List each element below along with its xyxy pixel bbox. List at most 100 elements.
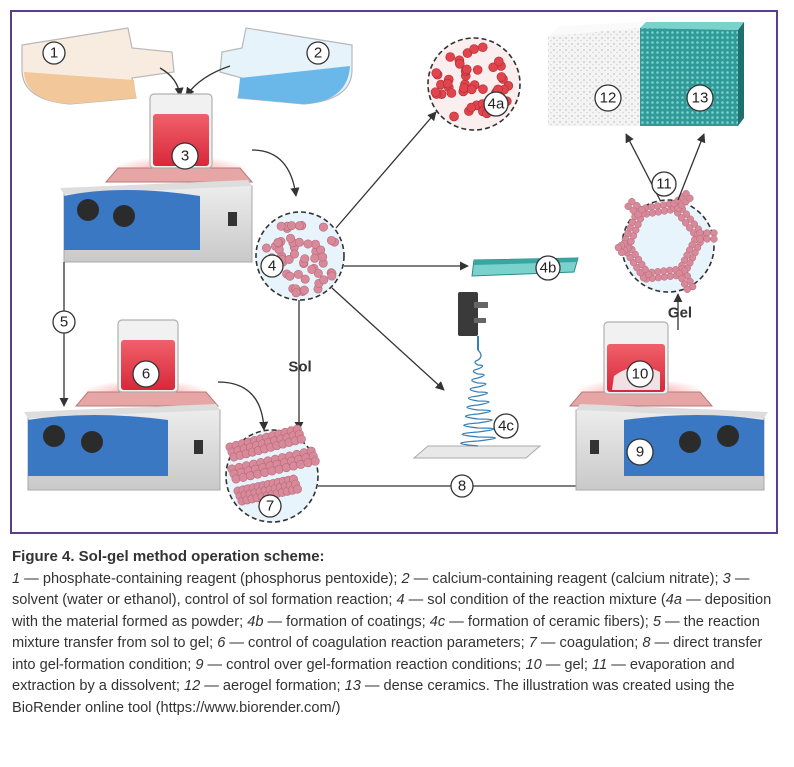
arrow-4-to-4c <box>331 287 445 391</box>
label-4b: 4b <box>540 260 557 277</box>
caption-num: 10 <box>525 656 542 673</box>
label-4c: 4c <box>498 418 514 435</box>
particle <box>710 235 718 243</box>
caption-title: Figure 4. Sol-gel method operation schem… <box>12 548 325 565</box>
particle <box>648 209 657 217</box>
caption-text: — gel; <box>541 656 593 673</box>
caption-text: — control of coagulation reaction parame… <box>225 635 529 651</box>
caption-num: 4 <box>396 592 405 608</box>
particle <box>313 268 323 278</box>
particle <box>431 68 442 78</box>
particle <box>631 250 639 258</box>
caption-num: 4b <box>247 613 264 630</box>
label-8: 8 <box>458 478 466 495</box>
particle <box>442 78 453 89</box>
dense-ceramics-block: 13 <box>640 22 744 126</box>
particle <box>310 239 320 249</box>
label-2: 2 <box>314 45 322 62</box>
particle <box>469 44 479 54</box>
arrow-1-to-3 <box>159 67 184 97</box>
caption-text: — sol condition of the reaction mixture … <box>404 592 666 608</box>
label-5: 5 <box>60 314 68 331</box>
caption-text: — control over gel-formation reaction co… <box>203 656 526 673</box>
label-10: 10 <box>632 366 649 383</box>
caption-body: 1 — phosphate-containing reagent (phosph… <box>12 569 784 720</box>
figure-frame <box>10 10 778 534</box>
hotplate-coagulation: 6 <box>24 319 221 491</box>
particle <box>445 52 456 62</box>
sol-gel-diagram: 1 2 3 4 4a <box>21 22 768 523</box>
coagulated-particles <box>225 424 320 506</box>
label-3: 3 <box>181 148 189 165</box>
particle <box>466 84 477 95</box>
particle <box>261 243 271 253</box>
label-13: 13 <box>692 90 709 107</box>
particle <box>634 255 643 263</box>
caption-text: — formation of ceramic fibers); <box>445 613 653 630</box>
sol-label: Sol <box>288 359 311 376</box>
particle <box>318 222 328 232</box>
particle <box>678 214 686 222</box>
particle <box>647 203 656 211</box>
label-1: 1 <box>50 45 58 62</box>
aerogel-block: 12 <box>548 22 646 126</box>
particle <box>654 208 663 216</box>
particle <box>633 264 641 272</box>
caption-text: — deposition with the material formed as… <box>12 592 772 630</box>
particle <box>639 274 648 282</box>
caption-num: 2 <box>401 570 410 587</box>
particle <box>703 235 711 243</box>
caption-num: 12 <box>183 678 201 694</box>
caption-text: — evaporation and extraction by a dissol… <box>12 656 735 695</box>
particle <box>287 221 297 231</box>
particle <box>303 239 313 249</box>
particle <box>683 285 691 293</box>
particle <box>660 267 668 275</box>
particle <box>644 270 653 278</box>
caption-num: 13 <box>344 678 361 694</box>
caption-text: — solvent (water or ethanol), control of… <box>12 570 750 609</box>
caption-text: — the reaction mixture transfer from sol… <box>12 613 760 652</box>
particle <box>628 198 636 206</box>
particle <box>454 58 465 69</box>
label-4: 4 <box>268 258 276 275</box>
powder-deposition-circle: 4a <box>427 37 521 131</box>
label-4a: 4a <box>488 96 505 113</box>
label-11-circle <box>651 171 677 197</box>
label-7: 7 <box>266 498 274 515</box>
particle <box>300 254 310 264</box>
coating-strip: 4b <box>471 255 579 281</box>
particle <box>430 87 441 97</box>
arrow-4-to-4a <box>335 111 437 229</box>
particle <box>618 248 626 257</box>
particle <box>696 235 704 243</box>
caption-text: — dense ceramics. <box>360 678 494 694</box>
fiber-spiral <box>459 349 497 447</box>
coagulation-circle: 7 <box>225 424 320 523</box>
gel-label: Gel <box>668 305 692 322</box>
particle <box>496 72 507 82</box>
particle <box>291 288 301 298</box>
particle <box>310 456 320 466</box>
label-5-circle <box>52 310 76 334</box>
particle <box>299 285 309 295</box>
particle <box>326 235 336 245</box>
particle <box>310 253 320 263</box>
particle <box>446 88 457 98</box>
particle <box>654 268 662 276</box>
particle <box>300 274 310 284</box>
particle <box>653 202 662 210</box>
flask-phosphate-reagent: 1 <box>21 27 175 105</box>
particle <box>307 264 317 274</box>
caption-text: — aerogel formation; <box>200 678 345 694</box>
caption-num: 11 <box>592 656 608 673</box>
arrow-3-to-4 <box>251 149 300 197</box>
particle <box>659 201 668 209</box>
caption-num: 9 <box>195 656 204 673</box>
particle <box>286 233 296 243</box>
label-11: 11 <box>656 176 672 193</box>
arrow-6-to-7 <box>217 381 269 431</box>
particle <box>638 206 646 214</box>
caption-text: — phosphate-containing reagent (phosphor… <box>20 570 402 587</box>
particle <box>319 275 329 285</box>
